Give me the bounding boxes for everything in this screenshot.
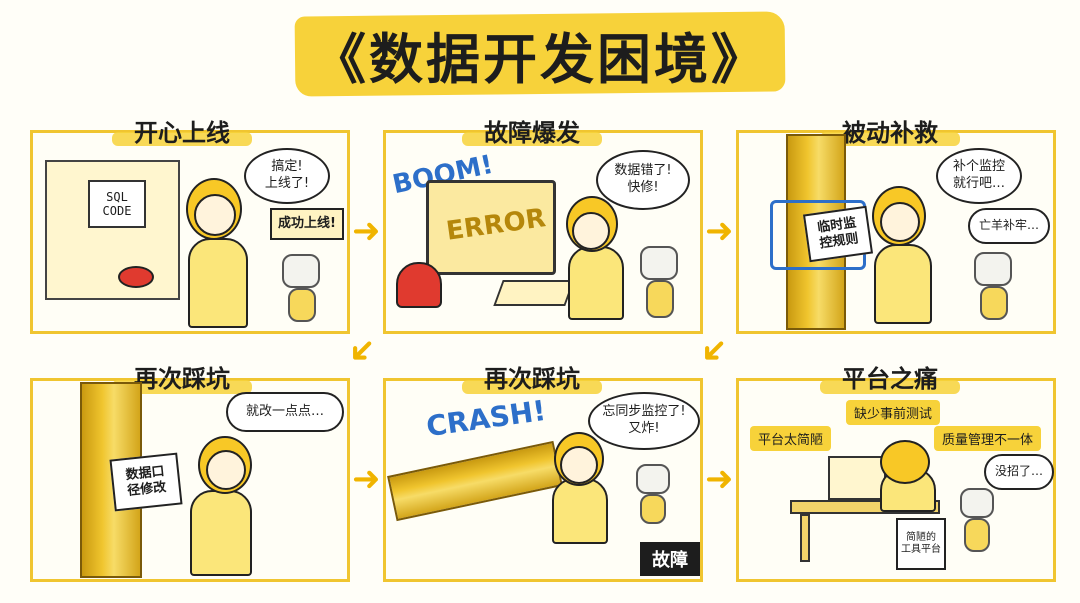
arrow-right-icon: ➜ xyxy=(705,459,734,499)
panel-2-label-highlight xyxy=(462,132,602,146)
speech-bubble: 忘同步监控了! 又炸! xyxy=(588,392,700,450)
person-hair xyxy=(880,440,930,484)
robot-body xyxy=(964,518,990,552)
panel-6-label-highlight xyxy=(820,380,960,394)
robot xyxy=(282,254,320,288)
robot-body xyxy=(640,494,666,524)
console-screen xyxy=(45,160,180,300)
panel-2-label: 故障爆发 xyxy=(484,118,580,147)
arrow-right-icon: ➜ xyxy=(352,459,381,499)
person-body xyxy=(874,244,932,324)
patch-label: 临时监 控规则 xyxy=(802,205,874,263)
platform-box: 简陋的 工具平台 xyxy=(896,518,946,570)
robot-body xyxy=(646,280,674,318)
speech-bubble-2: 亡羊补牢… xyxy=(968,208,1050,244)
speech-bubble: 就改一点点… xyxy=(226,392,344,432)
person-face xyxy=(880,202,920,242)
person-body xyxy=(188,238,248,328)
pain-tag: 质量管理不一体 xyxy=(934,426,1042,451)
robot xyxy=(640,246,678,280)
speech-bubble: 搞定! 上线了! xyxy=(244,148,330,204)
panel-3-label: 被动补救 xyxy=(842,118,938,147)
person-body xyxy=(190,490,252,576)
panel-5-label-highlight xyxy=(462,380,602,394)
red-button xyxy=(118,266,154,288)
robot xyxy=(974,252,1012,286)
fault-stamp: 故障 xyxy=(640,542,700,576)
person-face xyxy=(572,212,610,250)
siren-icon xyxy=(396,262,442,308)
speech-bubble: 数据错了! 快修! xyxy=(596,150,690,210)
monitor xyxy=(828,456,886,500)
desk-leg xyxy=(800,514,810,562)
panel-6-label: 平台之痛 xyxy=(842,364,938,393)
speech-bubble: 没招了… xyxy=(984,454,1054,490)
arrow-right-icon: ➜ xyxy=(705,211,734,251)
arrow-right-icon: ➜ xyxy=(352,211,381,251)
code-card: SQL CODE xyxy=(88,180,146,228)
robot xyxy=(960,488,994,518)
monitor xyxy=(426,180,556,275)
person-body xyxy=(552,478,608,544)
arrow-down-left-icon: ➜ xyxy=(338,326,387,376)
success-sign: 成功上线! xyxy=(270,208,344,240)
pain-tag: 缺少事前测试 xyxy=(846,400,941,425)
page-title: 《数据开发困境》 xyxy=(312,27,768,91)
speech-bubble: 补个监控 就行吧… xyxy=(936,148,1022,204)
person-face xyxy=(560,446,598,484)
keyboard xyxy=(493,280,575,306)
patch-label: 数据口 径修改 xyxy=(109,452,183,512)
panel-1-label-highlight xyxy=(112,132,252,146)
robot-body xyxy=(288,288,316,322)
panel-3-label-highlight xyxy=(820,132,960,146)
person-body xyxy=(568,246,624,320)
robot xyxy=(636,464,670,494)
panel-1-label: 开心上线 xyxy=(134,118,230,147)
panel-4-label-highlight xyxy=(112,380,252,394)
robot-body xyxy=(980,286,1008,320)
person-face xyxy=(194,194,236,236)
pain-tag: 平台太简陋 xyxy=(750,426,832,451)
person-face xyxy=(206,450,246,490)
panel-4-label: 再次踩坑 xyxy=(134,364,230,393)
panel-5-label: 再次踩坑 xyxy=(484,364,580,393)
arrow-down-left-icon: ➜ xyxy=(690,326,739,376)
